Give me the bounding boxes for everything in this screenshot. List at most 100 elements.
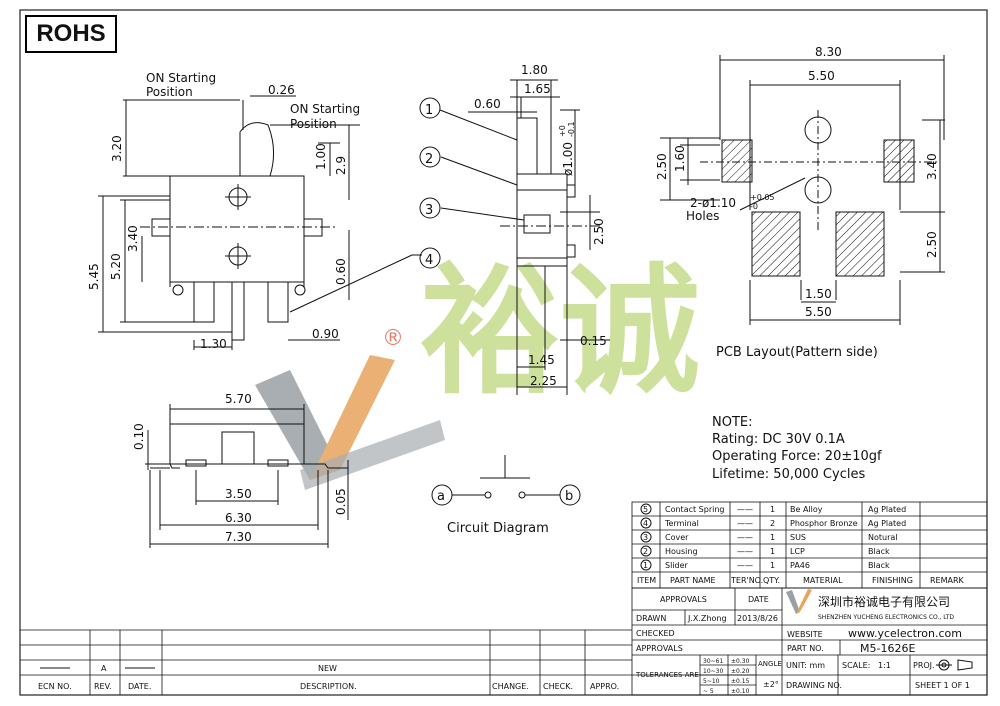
dim-2-9: 2.9 bbox=[334, 156, 348, 175]
bom-header: ITEM PART NAME TER'NO. QTY. MATERIAL FIN… bbox=[637, 576, 965, 585]
dim-2-25: 2.25 bbox=[530, 374, 557, 388]
svg-text:2: 2 bbox=[425, 152, 433, 167]
dim-1-50: 1.50 bbox=[805, 287, 832, 301]
rev-h-rev: REV. bbox=[94, 682, 112, 691]
tb-proj: PROJ. bbox=[913, 661, 935, 670]
bottom-view bbox=[145, 404, 349, 548]
tb-checked: CHECKED bbox=[636, 629, 675, 638]
tolerance-v: ±0.15 bbox=[731, 678, 750, 685]
tb-sheet: SHEET 1 OF 1 bbox=[915, 681, 970, 690]
bom-cell-no: 1 bbox=[643, 561, 648, 570]
dim-1-00: 1.00 bbox=[314, 143, 328, 170]
revision-table bbox=[20, 629, 632, 695]
tolerance-r: 5~10 bbox=[703, 678, 720, 685]
company-logo-small bbox=[786, 589, 812, 614]
dim-2-50-pcb-right: 2.50 bbox=[925, 231, 939, 258]
tb-unit: UNIT: mm bbox=[786, 661, 825, 670]
bom-cell-material: LCP bbox=[790, 547, 805, 556]
pad-bottom-right bbox=[835, 211, 885, 277]
tb-scale: SCALE: bbox=[842, 661, 870, 670]
bom-cell-material: Be Alloy bbox=[790, 505, 823, 514]
tolerance-v: ±0.30 bbox=[731, 658, 750, 665]
rev-h-change: CHANGE. bbox=[492, 682, 529, 691]
dim-1-65: 1.65 bbox=[524, 82, 551, 96]
dim-3-20: 3.20 bbox=[110, 135, 124, 162]
tb-website: www.ycelectron.com bbox=[848, 627, 962, 640]
tb-partno-label: PART NO. bbox=[787, 644, 824, 653]
dim-0-15: 0.15 bbox=[580, 334, 607, 348]
bottom-view-labels: 5.70 0.10 3.50 0.05 6.30 7.30 bbox=[132, 392, 348, 544]
tb-tolerances-label: TOLERANCES ARE bbox=[635, 671, 699, 679]
bom-h-ter: TER'NO. bbox=[730, 576, 763, 585]
projection-symbol-icon bbox=[936, 659, 973, 671]
holes-spec: 2-ø1.10 bbox=[690, 196, 736, 210]
bom-cell-qty: 1 bbox=[770, 533, 775, 542]
dim-2-50-pcb-left: 2.50 bbox=[655, 153, 669, 180]
callout-1: 1 bbox=[419, 97, 441, 119]
dim-0-90: 0.90 bbox=[312, 327, 339, 341]
rohs-badge: ROHS bbox=[25, 15, 117, 53]
circuit-labels: a b Circuit Diagram bbox=[437, 489, 573, 536]
tolerance-r: 10~30 bbox=[703, 668, 723, 675]
logo-v-right-stroke bbox=[310, 355, 395, 480]
tb-drawn-date: 2013/8/26 bbox=[737, 614, 778, 623]
bom-h-item: ITEM bbox=[637, 576, 656, 585]
tb-drawn: DRAWN bbox=[636, 614, 666, 623]
tolerance-v: ±0.20 bbox=[731, 668, 750, 675]
svg-text:1: 1 bbox=[425, 103, 433, 118]
front-view bbox=[98, 95, 422, 350]
circuit-diagram bbox=[431, 455, 581, 506]
bom-cell-part: Cover bbox=[665, 533, 689, 542]
bom-h-remark: REMARK bbox=[930, 576, 965, 585]
dim-3-50: 3.50 bbox=[225, 487, 252, 501]
holes-tol-minus: -0 bbox=[750, 202, 758, 211]
bom-cell-part: Terminal bbox=[664, 519, 699, 528]
dim-phi-tol-plus: +0 bbox=[558, 125, 567, 137]
bom-item-circle bbox=[640, 531, 652, 543]
front-view-labels: ON Starting Position 0.26 ON Starting Po… bbox=[87, 71, 360, 351]
on-start-label-1b: Position bbox=[146, 85, 193, 99]
bom-h-qty: QTY. bbox=[763, 576, 780, 585]
rev-h-ecn: ECN NO. bbox=[38, 682, 72, 691]
title-block bbox=[631, 587, 988, 696]
rev-h-date: DATE. bbox=[128, 682, 151, 691]
bom-h-material: MATERIAL bbox=[803, 576, 843, 585]
dim-7-30: 7.30 bbox=[225, 530, 252, 544]
tb-angle: ANGLE bbox=[758, 660, 782, 668]
tb-partno: M5-1626E bbox=[860, 642, 915, 655]
rev-h-desc: DESCRIPTION. bbox=[300, 682, 357, 691]
on-start-label-2b: Position bbox=[290, 117, 337, 131]
bom-cell-no: 5 bbox=[643, 505, 648, 514]
note-rating: Rating: DC 30V 0.1A bbox=[712, 432, 845, 447]
dim-1-45: 1.45 bbox=[528, 353, 555, 367]
dim-0-60: 0.60 bbox=[334, 258, 348, 285]
pcb-layout bbox=[660, 55, 945, 325]
circuit-caption: Circuit Diagram bbox=[447, 521, 549, 536]
holes-tol-plus: +0.05 bbox=[750, 193, 775, 202]
tb-drawing-no: DRAWING NO. bbox=[786, 681, 842, 690]
logo-v-left-stroke bbox=[255, 370, 340, 480]
tb-scale-val: 1:1 bbox=[878, 661, 891, 670]
bom-cell-part: Contact Spring bbox=[665, 505, 724, 514]
dim-0-10: 0.10 bbox=[132, 423, 146, 450]
rev-h-check: CHECK. bbox=[543, 682, 573, 691]
dim-phi-tol-minus: -0.1 bbox=[567, 121, 576, 137]
tb-approvals-2: APPROVALS bbox=[636, 644, 683, 653]
dim-3-40: 3.40 bbox=[126, 225, 140, 252]
note-lifetime: Lifetime: 50,000 Cycles bbox=[712, 467, 865, 482]
bom-cell-qty: 1 bbox=[770, 561, 775, 570]
dim-phi-1-00: ø1.00 bbox=[561, 142, 575, 176]
on-start-label-1: ON Starting bbox=[146, 71, 216, 85]
pad-top-right bbox=[883, 139, 915, 183]
company-name-en: SHENZHEN YUCHENG ELECTRONICS CO., LTD bbox=[818, 614, 954, 621]
tb-website-label: WEBSITE bbox=[787, 630, 823, 639]
dim-8-30: 8.30 bbox=[815, 45, 842, 59]
bom-cell-material: PA46 bbox=[790, 561, 810, 570]
callout-2: 2 bbox=[419, 146, 441, 168]
dim-5-20: 5.20 bbox=[109, 253, 123, 280]
bom-cell-qty: 1 bbox=[770, 547, 775, 556]
dim-0-05: 0.05 bbox=[334, 488, 348, 515]
pad-top-left bbox=[721, 139, 753, 183]
pcb-pads bbox=[721, 139, 915, 277]
